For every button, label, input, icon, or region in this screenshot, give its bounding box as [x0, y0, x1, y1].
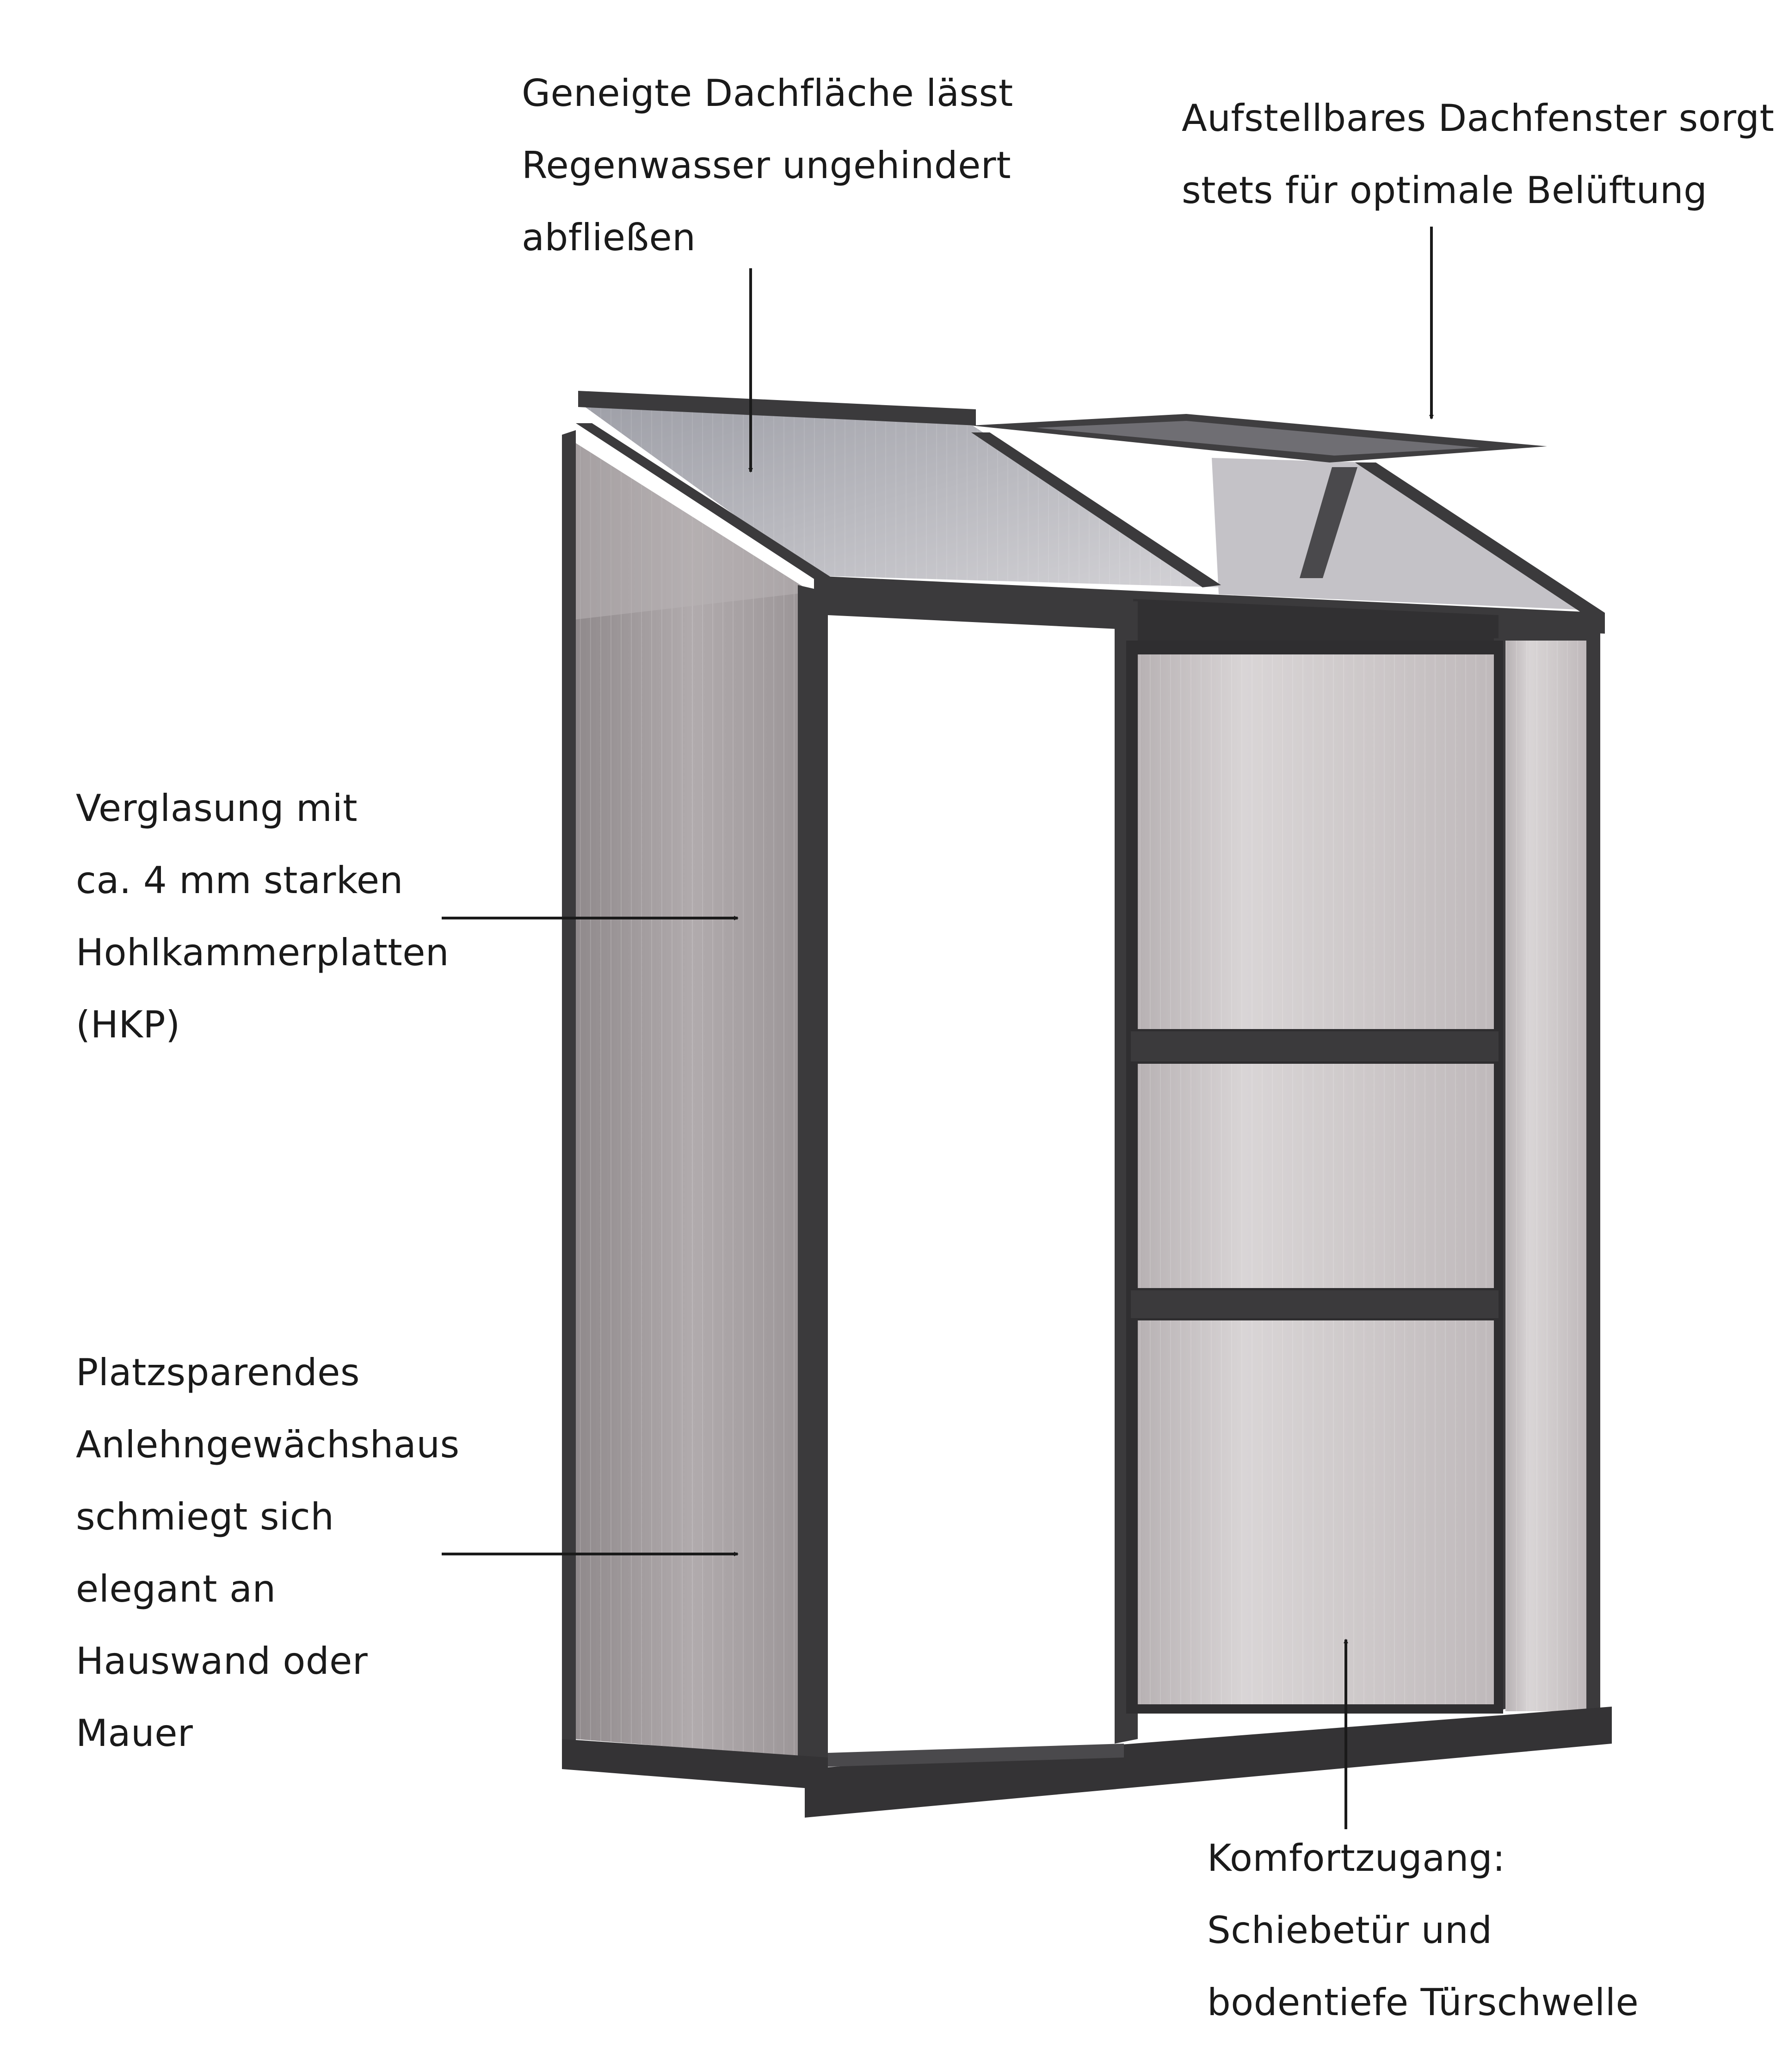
roof-right-edge-bar — [1355, 462, 1605, 613]
base-front-rail — [805, 1707, 1612, 1818]
base-side-rail — [562, 1739, 828, 1790]
callout-line: Aufstellbares Dachfenster sorgt — [1182, 97, 1775, 140]
side-wall-flutes — [574, 442, 812, 1758]
callout-line: abfließen — [522, 216, 696, 259]
roof-middle-bar — [971, 432, 1221, 587]
callout-line: stets für optimale Belüftung — [1182, 169, 1708, 212]
roof — [576, 391, 1605, 634]
sliding-door-rail-1 — [1131, 1031, 1498, 1061]
sliding-door-flutes-bottom — [1138, 1320, 1494, 1704]
callout-line: Hauswand oder — [76, 1640, 368, 1683]
callout-roof-window: Aufstellbares Dachfenster sorgt stets fü… — [1182, 82, 1774, 227]
roof-window-stay — [1300, 467, 1357, 578]
callout-line: Hohlkammerplatten — [76, 931, 450, 974]
callout-line: Komfortzugang: — [1207, 1837, 1505, 1880]
sliding-door-flutes-middle — [1138, 1064, 1494, 1288]
front-corner-post — [1586, 638, 1600, 1711]
side-wall — [562, 430, 828, 1771]
callout-glazing: Verglasung mit ca. 4 mm starken Hohlkamm… — [76, 772, 449, 1061]
callout-line: bodentiefe Türschwelle — [1207, 1981, 1639, 2024]
callout-line: elegant an — [76, 1567, 276, 1610]
callout-sliding-door: Komfortzugang: Schiebetür und bodentiefe… — [1207, 1822, 1639, 2039]
callout-line: Geneigte Dachfläche lässt — [522, 72, 1013, 115]
callout-roof-slope: Geneigte Dachfläche lässt Regenwasser un… — [522, 57, 1013, 274]
roof-left-flutes — [585, 407, 1221, 587]
callout-line: Anlehngewächshaus — [76, 1423, 460, 1466]
callout-line: Mauer — [76, 1712, 193, 1755]
callout-lean-to: Platzsparendes Anlehngewächshaus schmieg… — [76, 1337, 460, 1770]
base-frame — [562, 1707, 1612, 1818]
callout-line: Regenwasser ungehindert — [522, 144, 1011, 187]
front-fixed-panel-flutes — [1505, 641, 1586, 1711]
door-threshold — [828, 1744, 1124, 1767]
callout-line: ca. 4 mm starken — [76, 859, 403, 902]
callout-line: schmiegt sich — [76, 1495, 334, 1538]
sliding-door — [1126, 641, 1503, 1714]
callout-line: Verglasung mit — [76, 787, 358, 830]
side-rear-post — [562, 430, 576, 1748]
callout-arrows — [442, 227, 1434, 1829]
callout-line: Schiebetür und — [1207, 1909, 1492, 1952]
sliding-door-rail-2 — [1131, 1290, 1498, 1318]
roof-window — [971, 414, 1547, 578]
roof-right-panel — [1212, 458, 1600, 610]
side-wall-upper-panel — [574, 442, 812, 620]
door-opening — [828, 610, 1119, 1758]
roof-ridge-bar — [578, 391, 976, 426]
side-front-post — [798, 585, 828, 1771]
roof-left-edge-bar — [576, 423, 832, 580]
sliding-door-flutes-top — [1138, 654, 1494, 1029]
callout-line: Platzsparendes — [76, 1351, 360, 1394]
callout-line: (HKP) — [76, 1003, 180, 1046]
roof-window-glass — [1036, 421, 1480, 456]
